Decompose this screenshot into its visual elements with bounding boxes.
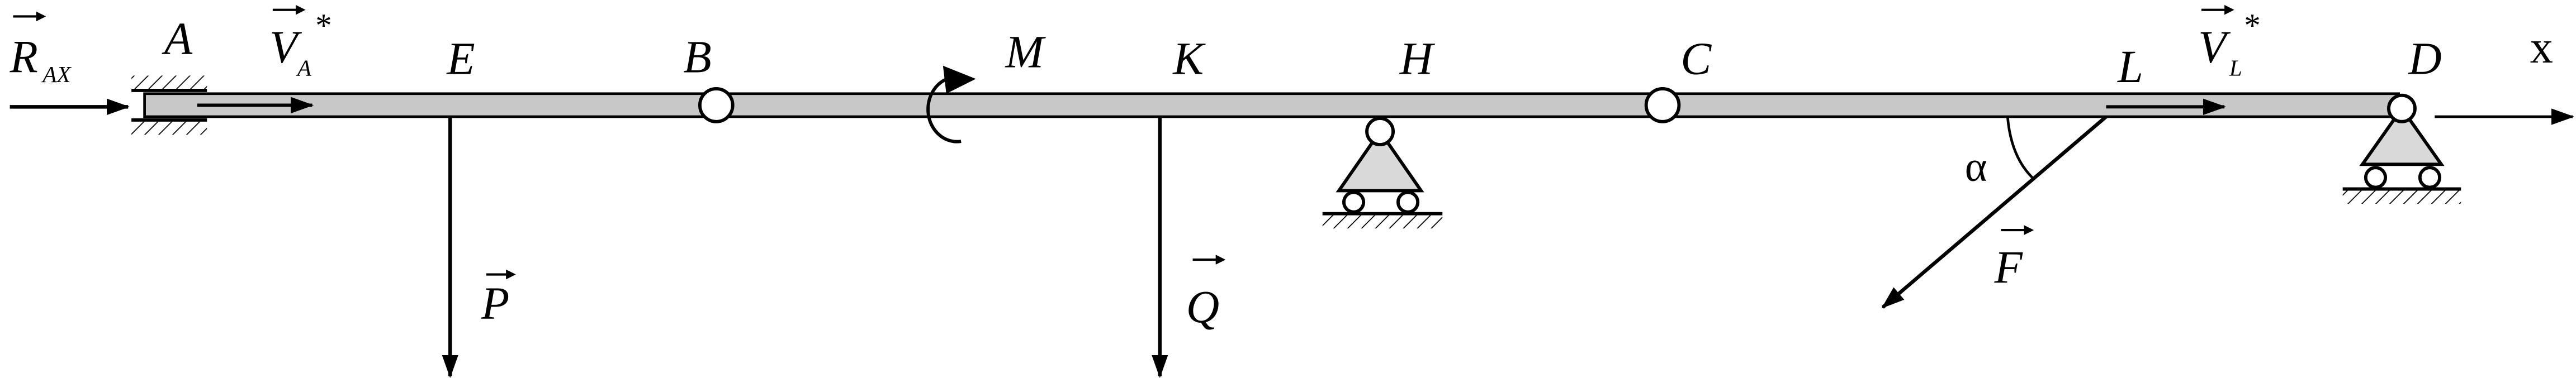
velocity-VL-vector-mark	[2201, 4, 2234, 15]
moment-M-label: M	[1005, 27, 1046, 78]
force-R-subscript: AX	[41, 61, 72, 87]
point-L-label: L	[2117, 41, 2143, 92]
velocity-VA-subscript: A	[296, 55, 312, 80]
point-E-label: E	[446, 33, 475, 84]
point-K-label: K	[1172, 33, 1206, 84]
force-F-vector-mark	[2001, 225, 2034, 235]
point-C-label: C	[1680, 33, 1712, 84]
moment-M-arc	[926, 75, 962, 143]
point-D-label: D	[2408, 33, 2441, 84]
point-B-label: B	[684, 31, 712, 82]
force-Q-label: Q	[1186, 281, 1219, 332]
force-P-vector-mark	[486, 269, 516, 280]
velocity-VL-subscript: L	[2229, 55, 2242, 80]
point-H-label: H	[1399, 33, 1436, 84]
velocity-VA-label: V	[269, 22, 302, 73]
force-R-vector-mark	[13, 11, 46, 22]
velocity-VL-label: V	[2198, 22, 2231, 73]
force-R-label: R	[10, 31, 38, 82]
force-F-label: F	[1994, 242, 2023, 293]
force-P-label: P	[481, 278, 509, 329]
angle-alpha-label: α	[1965, 143, 1987, 190]
velocity-VA-star: *	[315, 7, 332, 44]
roller-support-D	[2342, 93, 2461, 204]
roller-support-H	[1322, 116, 1443, 229]
force-Q-vector-mark	[1192, 255, 1226, 265]
velocity-VA-vector-mark	[272, 4, 306, 15]
angle-alpha-arc	[2006, 116, 2033, 179]
force-F-arrow	[1881, 115, 2108, 309]
hinge-B	[698, 87, 735, 123]
moment-M-arrowhead	[943, 65, 976, 94]
x-axis-label: x	[2530, 22, 2553, 73]
hinge-C	[1644, 87, 1681, 123]
sliding-support-A	[131, 75, 207, 135]
beam	[143, 92, 2400, 118]
point-A-label: A	[162, 13, 193, 64]
velocity-VL-star: *	[2244, 7, 2260, 44]
